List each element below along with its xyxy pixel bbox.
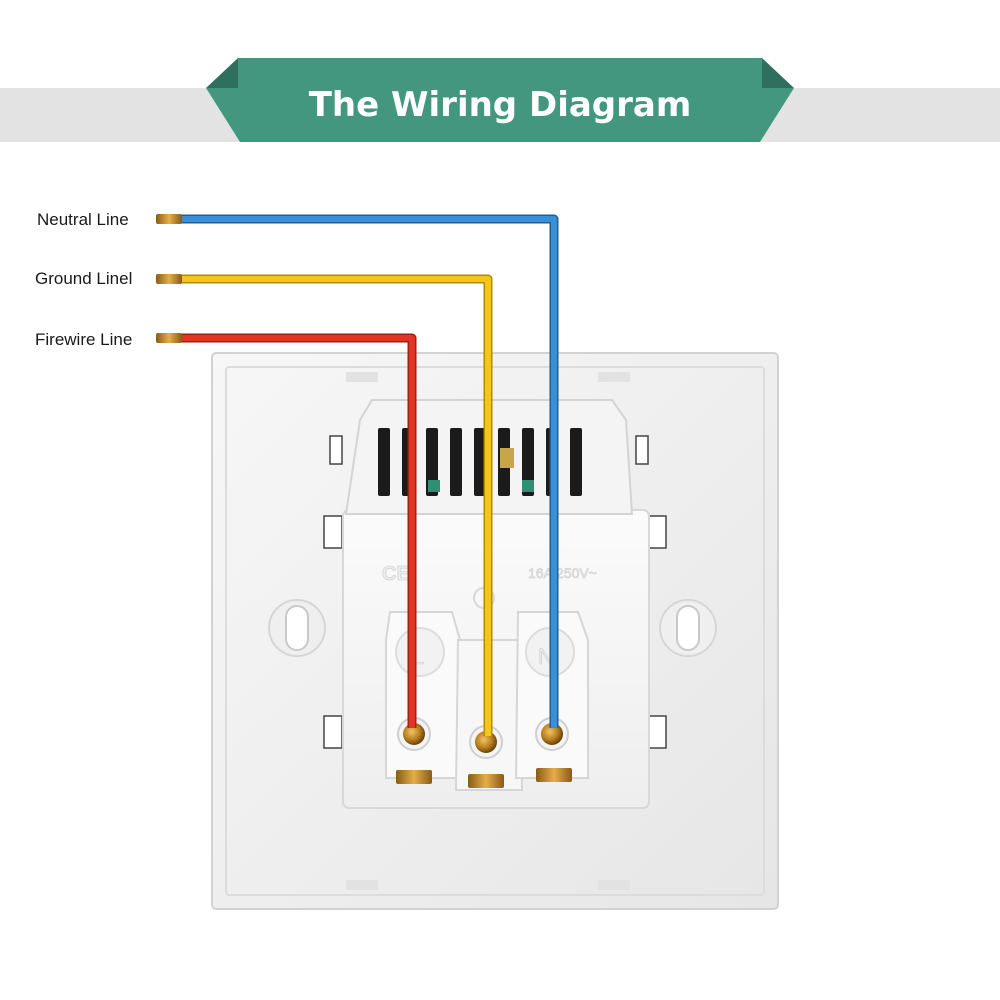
socket-back: CE 16A 250V~ L N (211, 352, 779, 910)
certification-mark: CE (382, 563, 410, 585)
mounting-hole-right (659, 599, 717, 657)
banner-left-fold (206, 58, 238, 88)
plate-notch (346, 372, 378, 382)
brass-clamps (396, 768, 572, 788)
banner-ribbon-top (238, 58, 762, 88)
plate-notch (598, 372, 630, 382)
rating-marking: 16A 250V~ (528, 565, 597, 581)
neutral-line-label: Neutral Line (37, 210, 129, 229)
ground-line-label: Ground Linel (35, 269, 132, 288)
banner-ribbon (206, 88, 794, 142)
mounting-hole-left (268, 599, 326, 657)
fire-wire-end (156, 333, 182, 343)
page-title: The Wiring Diagram (309, 85, 692, 125)
wire-labels: Neutral Line Ground Linel Firewire Line (35, 210, 132, 349)
neutral-wire-end (156, 214, 182, 224)
plate-notch (598, 880, 630, 890)
ground-wire-end (156, 274, 182, 284)
firewire-line-label: Firewire Line (35, 330, 132, 349)
wire-ends (156, 214, 182, 343)
banner-right-fold (762, 58, 794, 88)
wires (180, 214, 559, 736)
terminal-screws (397, 717, 569, 759)
socket-plate-inner-rim (225, 366, 765, 896)
side-clips (323, 435, 667, 749)
plate-notch (346, 880, 378, 890)
header-banner: The Wiring Diagram (0, 58, 1000, 142)
